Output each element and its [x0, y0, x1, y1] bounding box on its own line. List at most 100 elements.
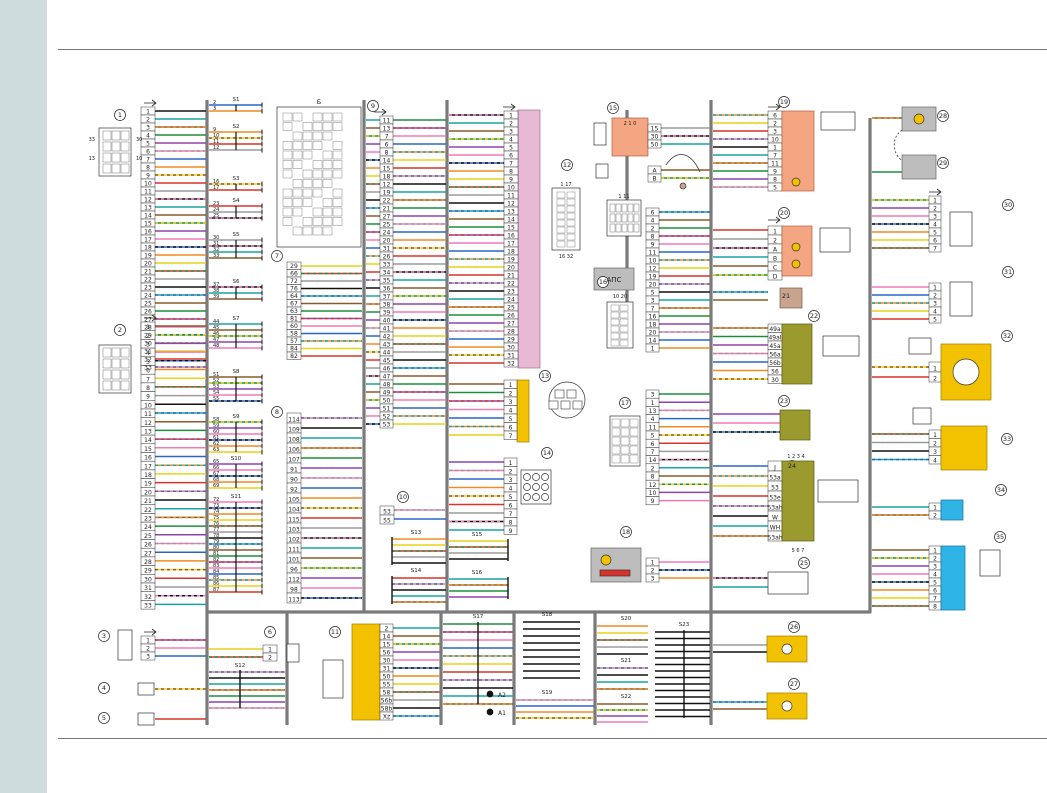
- connector-15-pin-label: 30: [651, 133, 659, 140]
- connector-35-pin-label: 6: [933, 587, 937, 594]
- top-rule: [58, 49, 1047, 50]
- connector-24-pin-label: 53e: [769, 494, 781, 501]
- connector-9-pin-label: 11: [383, 117, 391, 124]
- connector-12-pin-label: 10: [507, 184, 515, 191]
- connector-33-pin-label: 4: [933, 457, 937, 464]
- connector-2-pin-label: 3: [146, 342, 150, 349]
- connector-2-pin: [140, 600, 156, 610]
- splice-s12: S12: [235, 663, 246, 669]
- connector-2-pin-label: 9: [146, 394, 150, 401]
- connector-14-pin-label: 6: [509, 502, 513, 509]
- block-b-cell: [332, 207, 343, 217]
- connector-1-pin-label: 9: [146, 172, 150, 179]
- wire-code: 69: [213, 483, 219, 489]
- connector-16-pin-label: 9: [651, 241, 655, 248]
- connector-1-pin-label: 17: [144, 236, 152, 243]
- connector-14-pin-label: 2: [509, 468, 513, 475]
- connector-12-pin-label: 9: [509, 176, 513, 183]
- block-b-cell: [302, 150, 313, 160]
- wire-code: 17: [213, 185, 219, 191]
- main-trunk: [205, 100, 872, 614]
- lamp-icon: [791, 177, 801, 187]
- connector-9-pin-label: 19: [383, 189, 391, 196]
- apc-label: АПС: [607, 276, 622, 284]
- connector-14-pin-label: 4: [509, 485, 513, 492]
- connector-14-pin-label: 7: [509, 511, 513, 518]
- wire-code: 44: [213, 319, 219, 325]
- connector-6-pin-label: 1: [268, 646, 272, 653]
- connector-34-body: [940, 499, 964, 521]
- connector-16-cell: [619, 304, 629, 312]
- block-b-cell: [312, 112, 323, 122]
- connector-20-face: [819, 227, 851, 253]
- block-b-cell: [322, 169, 333, 179]
- connector-1-pin-label: 19: [144, 252, 152, 259]
- connector-12-pin-label: 6: [509, 152, 513, 159]
- connector-11-pin-label: 30: [383, 657, 391, 664]
- connector-22-body: [781, 323, 813, 385]
- connector-badge: [937, 157, 949, 169]
- connector-13-cell: [566, 389, 577, 399]
- connector-2-cell: [102, 380, 112, 391]
- connector-label: 33: [1003, 435, 1011, 443]
- connector-2-pin-label: 18: [144, 472, 152, 479]
- wire-code: 10: [213, 133, 219, 139]
- connector-14-socket: [532, 473, 540, 481]
- connector-8-pin-label: 113: [288, 596, 300, 603]
- wire-code: 16: [213, 179, 219, 185]
- connector-1-pin-label: 4: [146, 132, 150, 139]
- wire-code: 47: [213, 337, 219, 343]
- connector-14-pin-label: 8: [509, 519, 513, 526]
- wire-code: 31: [213, 241, 219, 247]
- wire-code: 58: [213, 417, 219, 423]
- connector-2-cell: [120, 358, 130, 369]
- connector-12-pin-label: 8: [509, 168, 513, 175]
- lamp-icon: [791, 259, 801, 269]
- splice-s11: S11: [231, 494, 242, 500]
- connector-24-pin-label: 53a: [769, 474, 781, 481]
- wire-code: 54: [213, 390, 219, 396]
- connector-9-pin-label: 34: [383, 269, 391, 276]
- connector-badge: [367, 100, 379, 112]
- block-b-cell: [292, 112, 303, 122]
- connector-16-edge: 10 20: [613, 294, 627, 300]
- block-b-cell: [302, 188, 313, 198]
- connector-8-pin-label: 103: [288, 526, 300, 533]
- connector-16-cell: [621, 223, 628, 233]
- connector-12-pin-label: 21: [507, 272, 515, 279]
- connector-11-pin-label: Xz: [383, 713, 390, 720]
- connector-31-pin-label: 3: [933, 300, 937, 307]
- connector-8-pin-label: 107: [288, 456, 300, 463]
- connector-9-pin-label: 14: [383, 157, 391, 164]
- connector-16-pin-label: 18: [649, 321, 657, 328]
- connector-17-pin-label: 7: [651, 449, 655, 456]
- connector-18-pin: [645, 573, 660, 583]
- connector-16-pin-label: 11: [649, 249, 657, 256]
- connector-2-pin-label: 20: [144, 489, 152, 496]
- wire-code: 38: [213, 288, 219, 294]
- connector-2-pin-label: 29: [144, 568, 152, 575]
- connector-17-cell: [620, 454, 630, 464]
- block-b-cell: [322, 217, 333, 226]
- connector-35-pin-label: 4: [933, 571, 937, 578]
- connector-badge: [98, 682, 110, 694]
- connector-badge: [1001, 433, 1013, 445]
- connector-16-cell: [627, 203, 634, 213]
- connector-9-pin-label: 21: [383, 205, 391, 212]
- connector-1-pin-label: 12: [144, 196, 152, 203]
- connector-badge: [788, 621, 800, 633]
- connector-15-pin: [647, 173, 662, 183]
- block-b-cell: [332, 169, 343, 179]
- connector-9-pin-label: 40: [383, 317, 391, 324]
- connector-12-pin: [503, 358, 519, 368]
- wire-code: 73: [213, 503, 219, 509]
- connector-19-pin-label: 3: [773, 128, 777, 135]
- wire-code: 61: [213, 435, 219, 441]
- connector-arrow-icon: [144, 628, 157, 636]
- connector-17-cell: [611, 427, 621, 437]
- connector-badge: [620, 526, 632, 538]
- connector-30-pin-label: 1: [933, 197, 937, 204]
- connector-1-cell: [111, 152, 121, 163]
- connector-11-pin-label: 58b: [381, 705, 393, 712]
- motor-icon: [952, 358, 980, 386]
